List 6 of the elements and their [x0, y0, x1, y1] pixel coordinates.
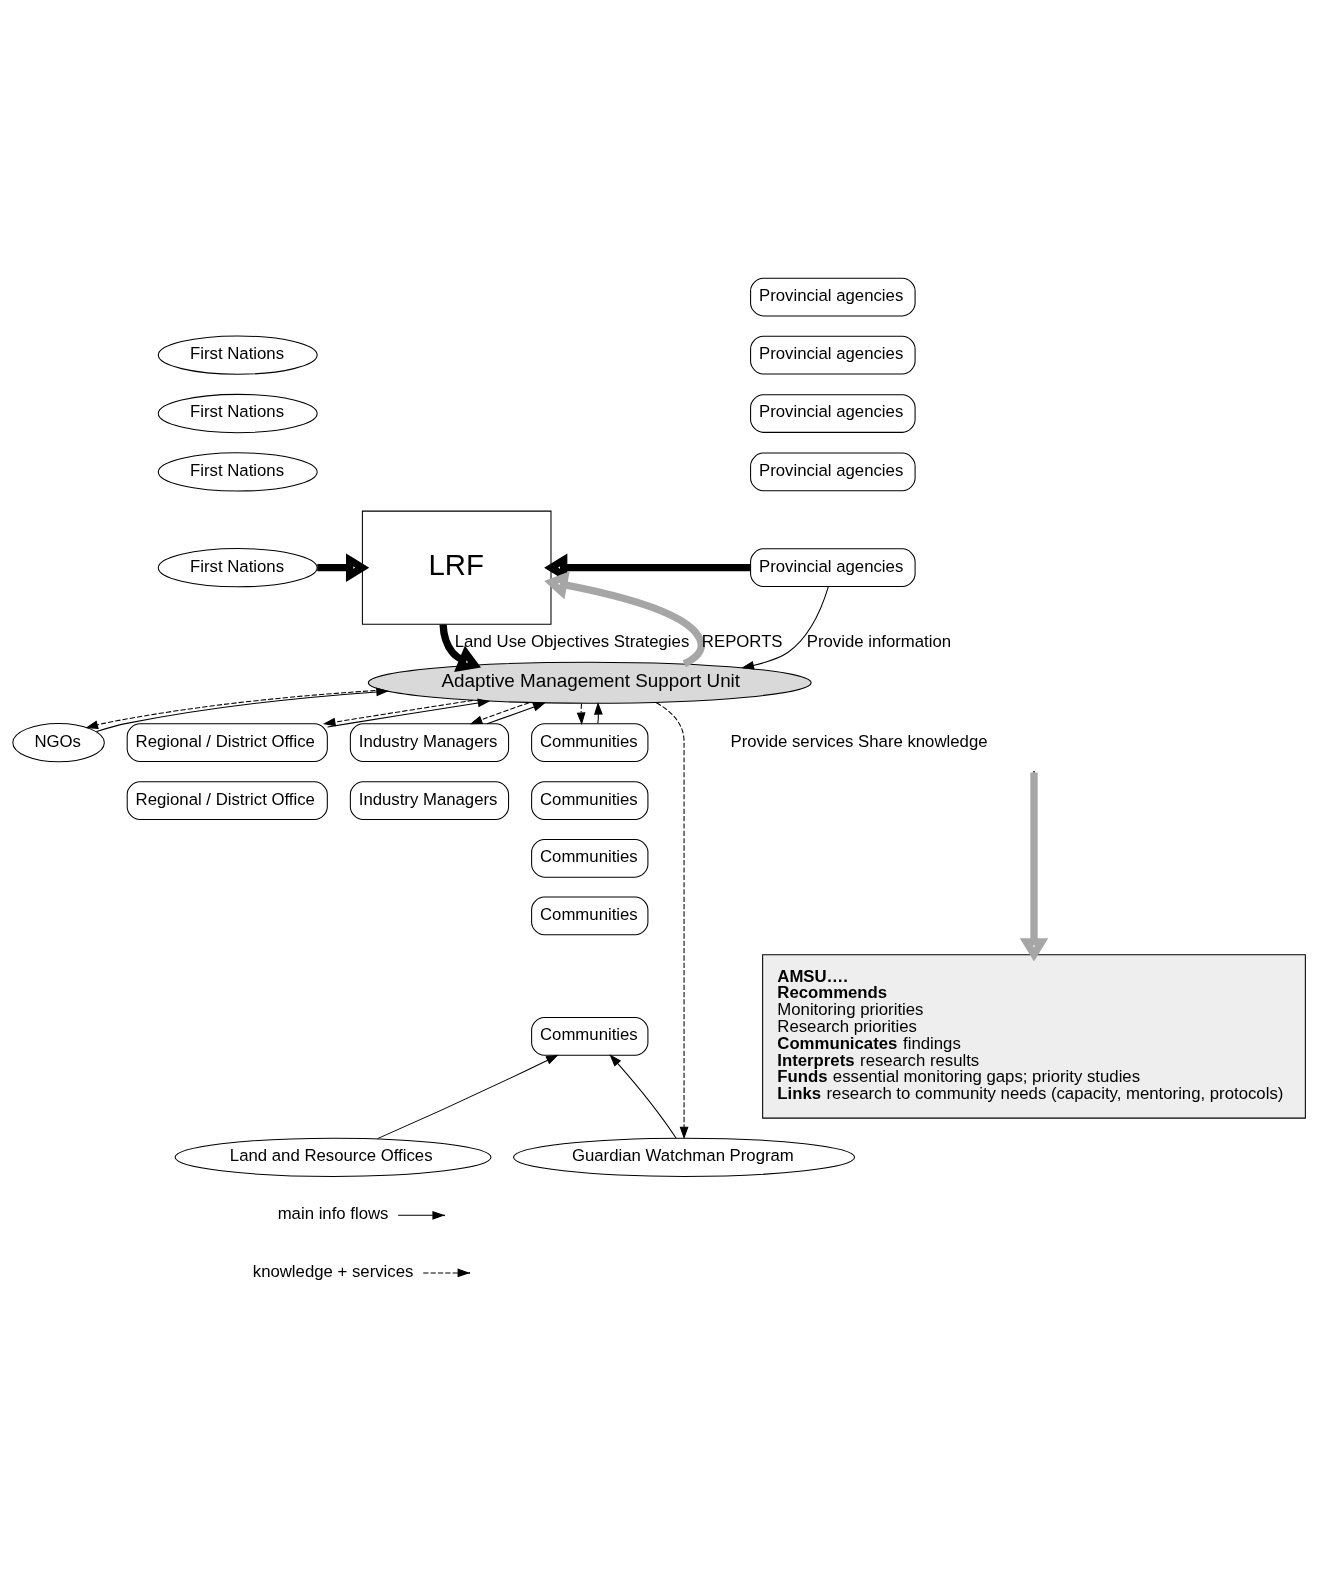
edge-label: Provide information: [806, 631, 952, 651]
legend-label: main info flows: [277, 1203, 389, 1223]
edge-label: Land Use Objectives Strategies: [454, 631, 690, 651]
legend-label: knowledge + services: [252, 1261, 414, 1281]
edge-label: REPORTS: [701, 631, 783, 651]
label: Provide services Share knowledge: [730, 731, 988, 751]
